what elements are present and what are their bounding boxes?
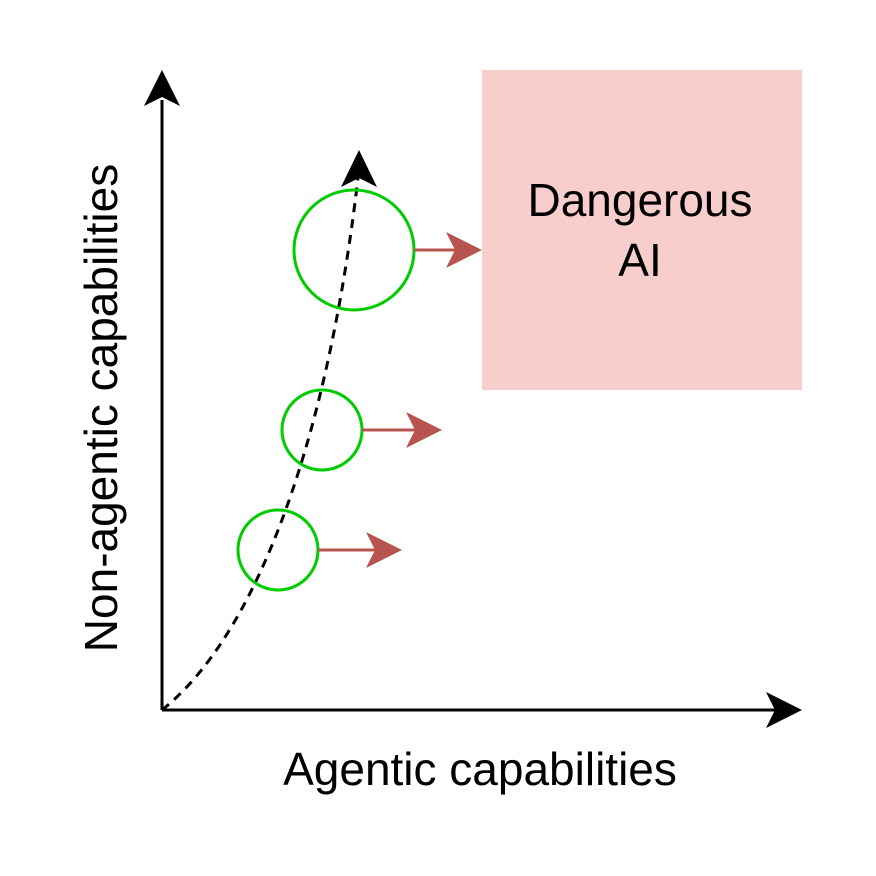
y-axis-arrowhead-icon — [144, 70, 180, 106]
arrowhead-bottom-icon — [366, 532, 402, 568]
arrowhead-middle-icon — [406, 412, 442, 448]
dangerous-ai-label-line2: AI — [618, 234, 661, 286]
dangerous-ai-label-line1: Dangerous — [527, 174, 752, 226]
trajectory-curve — [161, 177, 360, 712]
red-arrows — [318, 232, 482, 568]
capability-circle-small — [236, 508, 320, 592]
capability-circle-medium — [280, 388, 364, 472]
y-axis-label: Non-agentic capabilities — [75, 164, 127, 652]
arrowhead-top-icon — [446, 232, 482, 268]
dangerous-ai-box — [482, 70, 802, 390]
x-axis-arrowhead-icon — [766, 692, 802, 728]
trajectory-arrowhead-icon — [341, 150, 377, 187]
x-axis-label: Agentic capabilities — [283, 743, 677, 795]
